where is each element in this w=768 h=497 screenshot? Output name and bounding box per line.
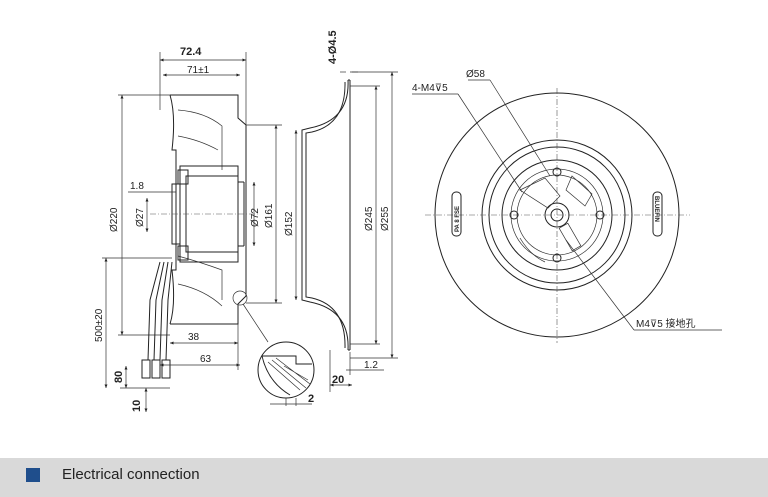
callout-holes: 4-M4⊽5 xyxy=(412,83,448,94)
dim-cable-strip: 80 xyxy=(113,371,125,383)
dim-offset: 1.8 xyxy=(130,181,144,192)
dim-cable-b: 63 xyxy=(200,354,212,365)
side-view: 72.4 71±1 Ø220 1.8 Ø27 Ø72 xyxy=(94,46,315,412)
dim-flange: 1.2 xyxy=(364,360,378,371)
dim-holes: 4-Ø4.5 xyxy=(327,30,339,64)
dim-body-width: 71±1 xyxy=(187,65,210,76)
dim-hub: Ø27 xyxy=(135,208,146,227)
label-right: BLUEFIN xyxy=(653,196,659,222)
dim-overall-width: 72.4 xyxy=(180,46,202,58)
section-marker xyxy=(26,468,40,482)
callout-ground: M4⊽5 接地孔 xyxy=(636,317,696,330)
section-footer: Electrical connection xyxy=(0,458,768,497)
section-view: 4-Ø4.5 Ø152 Ø245 Ø255 1.2 20 xyxy=(284,30,398,392)
dim-ring-inner: Ø245 xyxy=(364,206,375,231)
dim-depth: 20 xyxy=(332,374,344,386)
technical-drawing: 72.4 71±1 Ø220 1.8 Ø27 Ø72 xyxy=(94,30,722,412)
dim-ring-outer: Ø255 xyxy=(380,206,391,231)
dim-rotor: Ø161 xyxy=(264,203,275,228)
dim-cable-length: 500±20 xyxy=(94,308,105,342)
front-view: PA 8 FSE BLUEFIN 4-M4⊽5 Ø58 M4⊽5 接地孔 xyxy=(412,69,722,343)
dim-cable-end: 10 xyxy=(131,400,143,412)
dim-detail-gap: 2 xyxy=(308,393,314,405)
section-title: Electrical connection xyxy=(62,466,200,483)
dim-motor: Ø72 xyxy=(250,208,261,227)
dim-inlet: Ø152 xyxy=(284,211,295,236)
callout-center: Ø58 xyxy=(466,69,485,80)
dim-cable-a: 38 xyxy=(188,332,200,343)
dim-height: Ø220 xyxy=(109,207,120,232)
label-left: PA 8 FSE xyxy=(455,206,461,232)
